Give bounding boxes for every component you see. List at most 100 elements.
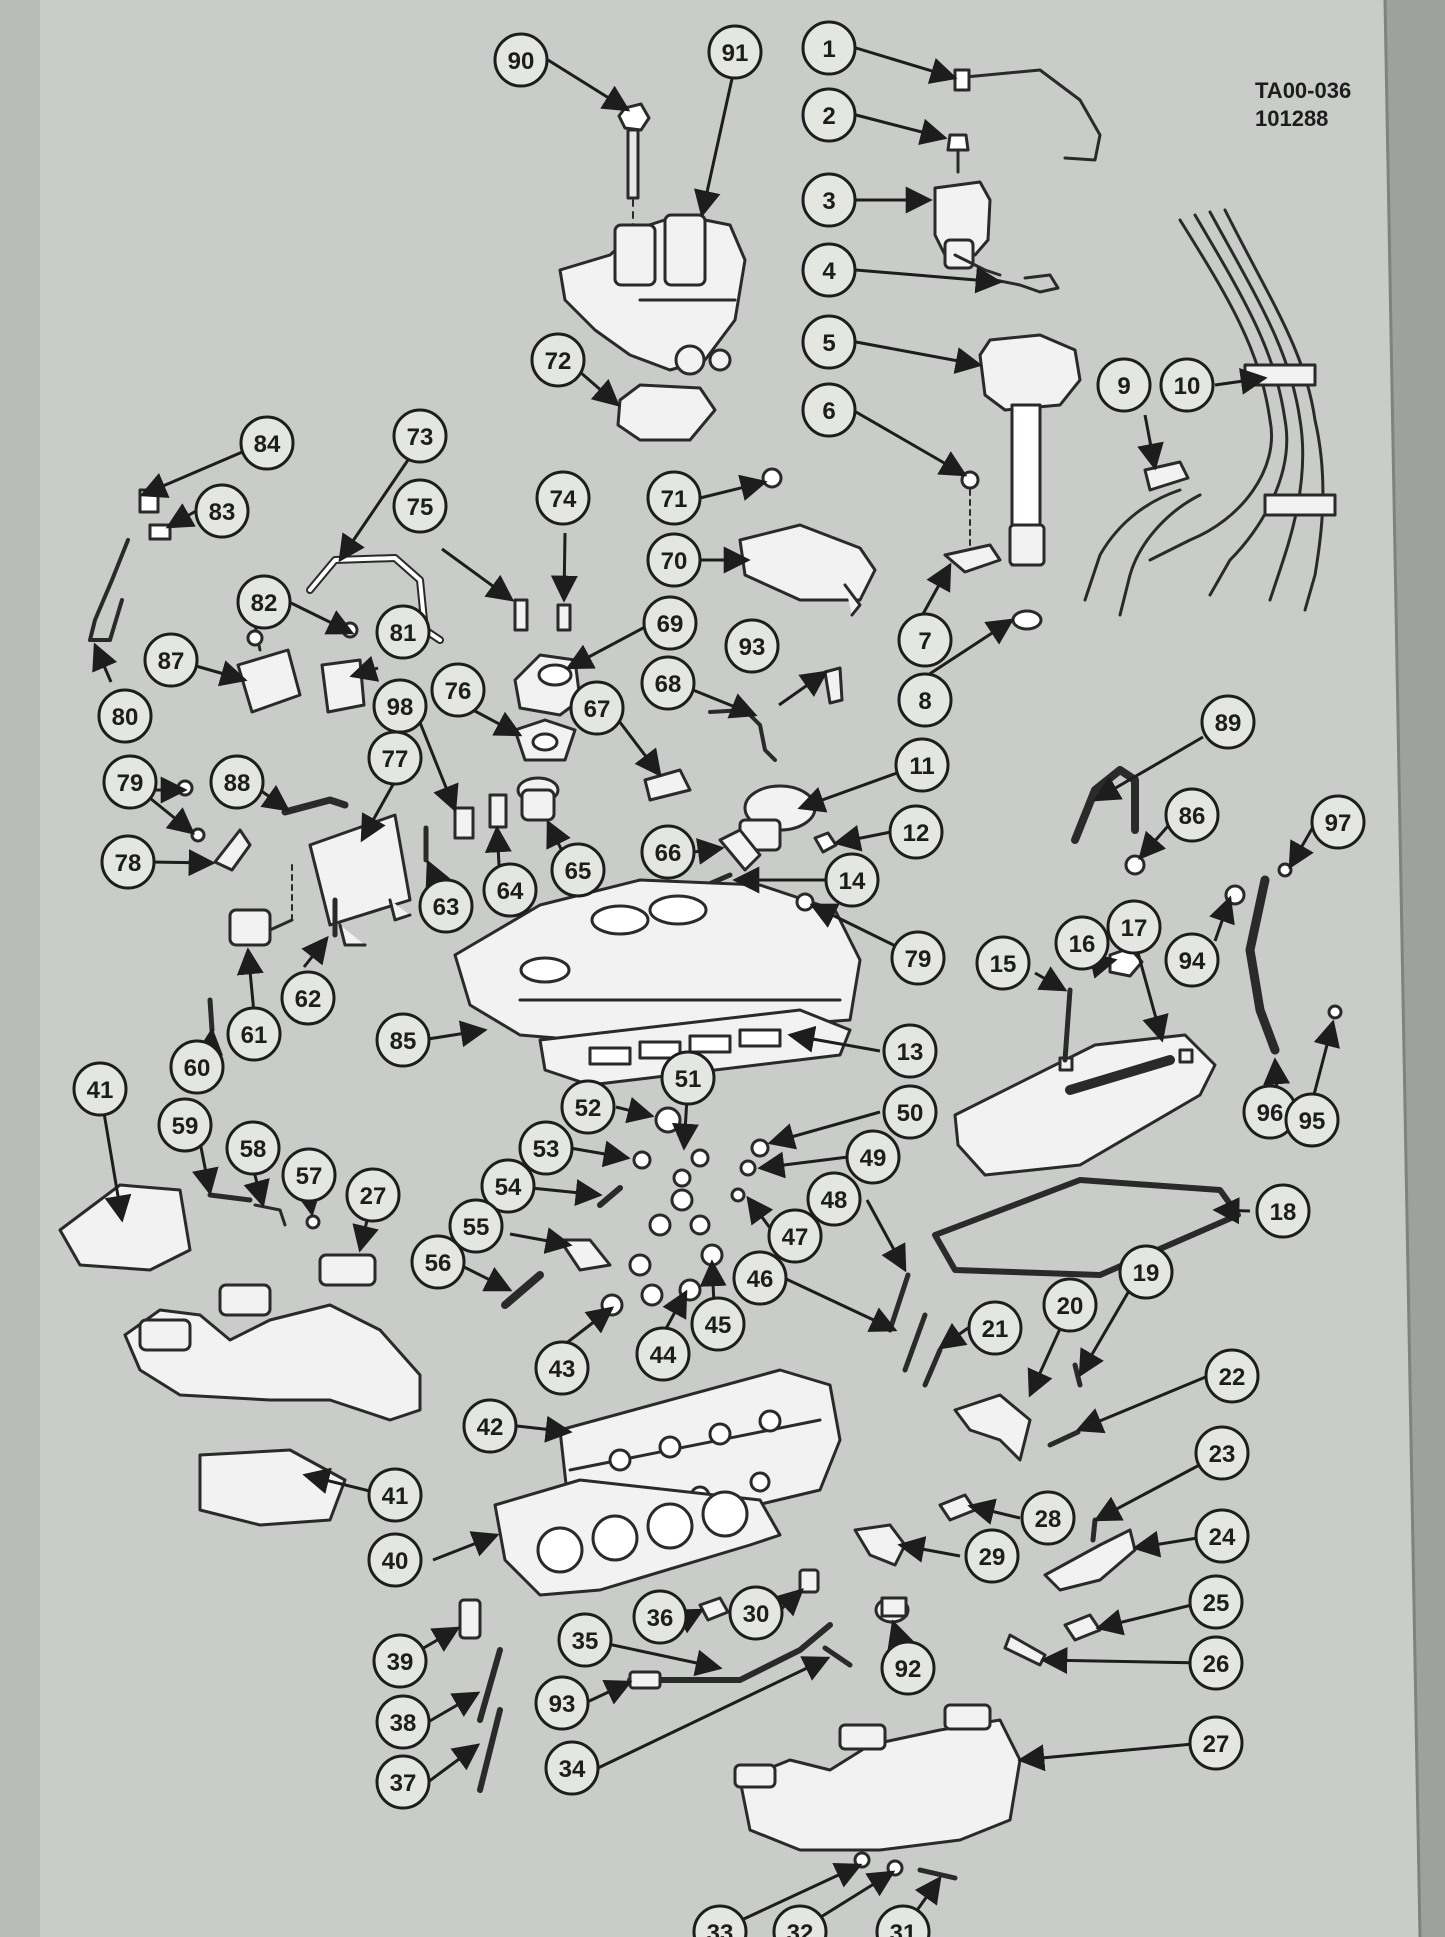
callout-27-lower: 27	[1188, 1715, 1244, 1771]
callout-59: 59	[157, 1097, 213, 1153]
part-sensor-93-upper	[823, 666, 844, 705]
callout-label: 48	[821, 1187, 848, 1214]
callout-28: 28	[1020, 1490, 1076, 1546]
callout-62: 62	[280, 970, 336, 1026]
callout-label: 98	[387, 694, 414, 721]
callout-4: 4	[801, 242, 857, 298]
callout-label: 65	[565, 858, 592, 885]
callout-label: 58	[240, 1136, 267, 1163]
callout-78: 78	[100, 834, 156, 890]
callout-label: 67	[584, 696, 611, 723]
part-head-gasket-40	[493, 1478, 782, 1597]
part-bolt-15	[1062, 987, 1073, 1063]
callout-54: 54	[480, 1158, 536, 1214]
callout-label: 72	[545, 348, 572, 375]
callout-74: 74	[535, 470, 591, 526]
callout-label: 86	[1179, 803, 1206, 830]
callout-68: 68	[640, 655, 696, 711]
part-stud-21	[922, 1347, 943, 1388]
part-plug-86	[1124, 854, 1146, 876]
callout-8: 8	[897, 672, 953, 728]
callout-72: 72	[530, 332, 586, 388]
callout-15: 15	[975, 935, 1031, 991]
callout-label: 59	[172, 1113, 199, 1140]
part-distributor-5	[978, 333, 1082, 631]
callout-label: 27	[1203, 1731, 1230, 1758]
callout-label: 90	[508, 48, 535, 75]
callout-12: 12	[888, 804, 944, 860]
callout-label: 74	[550, 486, 577, 513]
callout-50: 50	[882, 1084, 938, 1140]
callout-label: 40	[382, 1548, 409, 1575]
callout-57: 57	[281, 1147, 337, 1203]
callout-label: 73	[407, 424, 434, 451]
callout-41-lower: 41	[367, 1467, 423, 1523]
callout-70: 70	[646, 532, 702, 588]
callout-label: 33	[707, 1920, 734, 1937]
callout-37: 37	[375, 1754, 431, 1810]
callout-label: 82	[251, 590, 278, 617]
callout-label: 93	[549, 1691, 576, 1718]
callout-label: 49	[860, 1145, 887, 1172]
callout-label: 66	[655, 840, 682, 867]
callout-23: 23	[1194, 1425, 1250, 1481]
callout-75: 75	[392, 478, 448, 534]
callout-94: 94	[1164, 932, 1220, 988]
part-heat-shield-41-upper	[58, 1183, 192, 1272]
callout-47: 47	[767, 1208, 823, 1264]
part-valve-cover-17	[953, 1033, 1217, 1177]
callout-16: 16	[1054, 915, 1110, 971]
callout-label: 64	[497, 878, 524, 905]
callout-label: 61	[241, 1022, 268, 1049]
callout-label: 53	[533, 1136, 560, 1163]
callout-label: 71	[661, 486, 688, 513]
callout-69: 69	[642, 595, 698, 651]
callout-34: 34	[544, 1740, 600, 1796]
part-bolt-22	[1047, 1429, 1081, 1448]
callout-label: 13	[897, 1039, 924, 1066]
callout-label: 1	[822, 36, 835, 63]
part-valve-train-small	[600, 1106, 770, 1317]
callout-label: 3	[822, 188, 835, 215]
callout-label: 20	[1057, 1293, 1084, 1320]
callout-label: 78	[115, 850, 142, 877]
callout-39: 39	[372, 1633, 428, 1689]
callout-label: 26	[1203, 1651, 1230, 1678]
part-bolt-37	[477, 1707, 503, 1793]
callout-label: 17	[1121, 915, 1148, 942]
callout-98: 98	[372, 678, 428, 734]
part-bolt-31	[917, 1867, 958, 1881]
callout-85: 85	[375, 1012, 431, 1068]
part-water-outlet-69	[513, 598, 582, 762]
callout-91: 91	[707, 24, 763, 80]
callout-label: 63	[433, 894, 460, 921]
callout-10: 10	[1159, 357, 1215, 413]
callout-label: 56	[425, 1250, 452, 1277]
callout-13: 13	[882, 1023, 938, 1079]
callout-67: 67	[569, 680, 625, 736]
callout-93-upper: 93	[724, 618, 780, 674]
callout-label: 55	[463, 1214, 490, 1241]
part-bolt-79a	[176, 779, 194, 797]
callout-82: 82	[236, 574, 292, 630]
callout-label: 79	[905, 946, 932, 973]
callout-label: 4	[822, 258, 836, 285]
callout-24: 24	[1194, 1508, 1250, 1564]
callout-label: 81	[390, 620, 417, 647]
callout-label: 68	[655, 671, 682, 698]
callout-label: 2	[822, 103, 835, 130]
callout-53: 53	[518, 1120, 574, 1176]
callout-label: 62	[295, 986, 322, 1013]
callout-35: 35	[557, 1612, 613, 1668]
callout-label: 15	[990, 951, 1017, 978]
callout-60: 60	[169, 1039, 225, 1095]
callout-38: 38	[375, 1694, 431, 1750]
callout-label: 83	[209, 499, 236, 526]
part-plug-30	[798, 1568, 820, 1594]
callout-19: 19	[1118, 1244, 1174, 1300]
callout-label: 35	[572, 1628, 599, 1655]
part-bolt-19	[1072, 1362, 1083, 1388]
callout-27-upper: 27	[345, 1167, 401, 1223]
callout-31: 31	[875, 1904, 931, 1937]
callout-label: 60	[184, 1055, 211, 1082]
